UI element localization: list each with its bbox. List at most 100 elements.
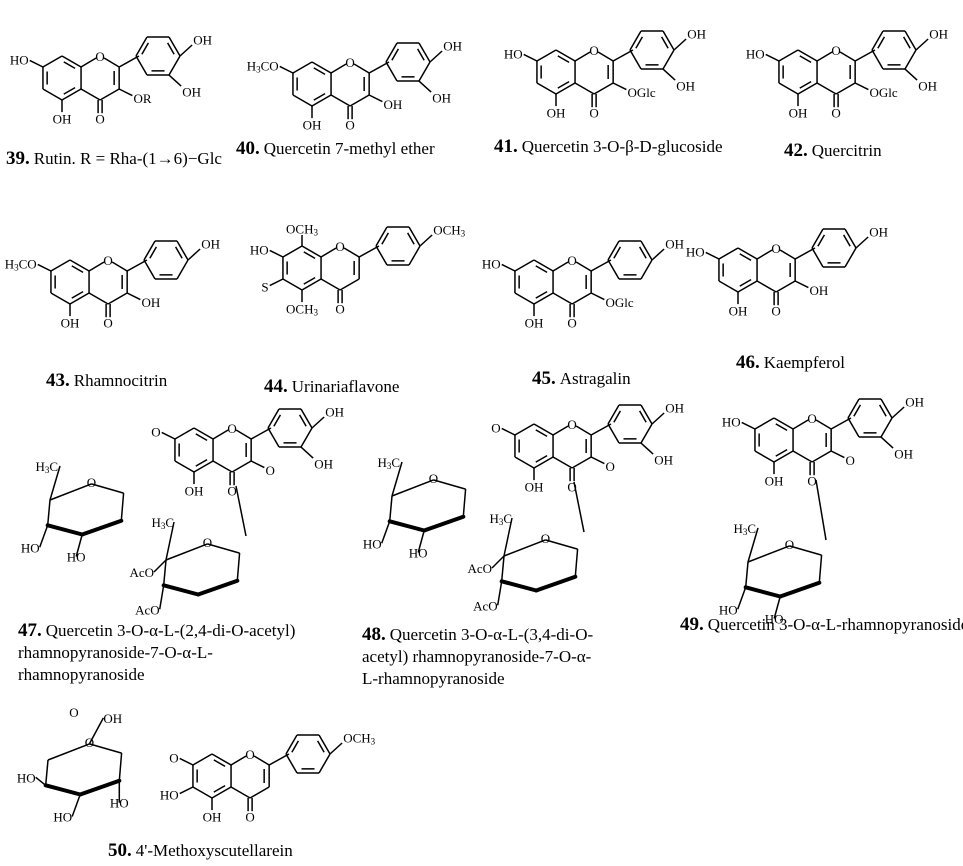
bond (773, 596, 781, 619)
bond (353, 63, 370, 74)
bond (313, 92, 326, 101)
bond (904, 68, 918, 81)
bond (811, 450, 832, 463)
bond (773, 417, 794, 430)
bond (320, 247, 337, 258)
substituent-7: O (151, 424, 160, 439)
substituent-3: OGlc (605, 294, 633, 309)
bond (811, 247, 824, 268)
sugar-substituent: HO (719, 602, 738, 617)
substituent-3: OH (141, 294, 160, 309)
ring-oxygen: O (589, 43, 598, 58)
sugar-substituent: HO (21, 540, 40, 555)
bond (662, 49, 675, 70)
bond (535, 265, 548, 274)
bond (285, 734, 298, 755)
bond (514, 423, 535, 436)
bond (292, 94, 313, 107)
ring-oxygen: O (807, 411, 816, 426)
substituent-4prime: OH (325, 404, 344, 419)
bond (575, 425, 592, 436)
bond (192, 786, 213, 799)
bond (143, 259, 156, 280)
substituent-5: OH (729, 303, 748, 318)
bond (89, 743, 122, 754)
substituent-4prime: OH (869, 224, 888, 239)
bond (574, 549, 579, 577)
bond (830, 417, 852, 430)
bond (143, 240, 156, 261)
sugar-substituent: HO (409, 545, 428, 560)
bond (118, 55, 140, 68)
bond (555, 82, 576, 95)
bond (904, 49, 917, 70)
bond (162, 559, 167, 586)
bond (552, 261, 569, 272)
compound-number: 48. (362, 624, 386, 645)
bond (842, 234, 851, 247)
carbonyl-oxygen: O (831, 105, 840, 120)
bond (794, 280, 809, 289)
bond (213, 784, 226, 793)
bond (418, 61, 431, 82)
carbonyl-oxygen: O (589, 105, 598, 120)
bond (462, 489, 467, 517)
bond-wedge (80, 518, 124, 537)
substituent-4prime: OH (929, 26, 948, 41)
bond (35, 776, 47, 786)
bond (42, 88, 63, 101)
bond (535, 454, 548, 463)
substituent-3prime: OH (894, 446, 913, 461)
bond (408, 226, 421, 247)
bond (775, 423, 788, 432)
carbonyl-oxygen: O (227, 483, 236, 498)
bond (496, 581, 503, 606)
bond (99, 88, 120, 101)
bond (61, 55, 82, 68)
bond (662, 68, 676, 81)
bond (37, 263, 52, 272)
bond (282, 278, 303, 291)
bond (126, 292, 141, 301)
bond (303, 276, 316, 285)
bond (779, 249, 796, 260)
bond (640, 240, 653, 261)
bond (269, 278, 284, 287)
bond (660, 36, 669, 49)
bond (339, 278, 360, 291)
bond (63, 61, 76, 70)
bond (533, 423, 554, 436)
bond (500, 555, 505, 582)
compound-name: 4'-Methoxyscutellarein (136, 841, 293, 860)
bond (741, 421, 756, 430)
bond (794, 247, 816, 260)
bond (250, 427, 272, 440)
bond (799, 55, 812, 64)
bond (904, 30, 917, 51)
bond-wedge (196, 578, 240, 597)
carbonyl-oxygen: O (807, 473, 816, 488)
sugar-substituent: H3C (35, 459, 58, 476)
bond (343, 247, 360, 258)
bond (103, 57, 120, 68)
bond (71, 290, 84, 299)
bond (818, 555, 823, 583)
bond (555, 49, 576, 62)
sugar-substituent: HO (363, 536, 382, 551)
bond (91, 483, 124, 494)
substituent-7: HO (504, 46, 523, 61)
bond (871, 49, 884, 70)
sugar-substituent: AcO (129, 565, 154, 580)
bond (195, 458, 208, 467)
bond (590, 292, 605, 301)
bond (63, 86, 76, 95)
bond-wedge (534, 574, 578, 593)
bond (318, 734, 331, 755)
bond (318, 753, 331, 774)
bond (571, 456, 592, 469)
